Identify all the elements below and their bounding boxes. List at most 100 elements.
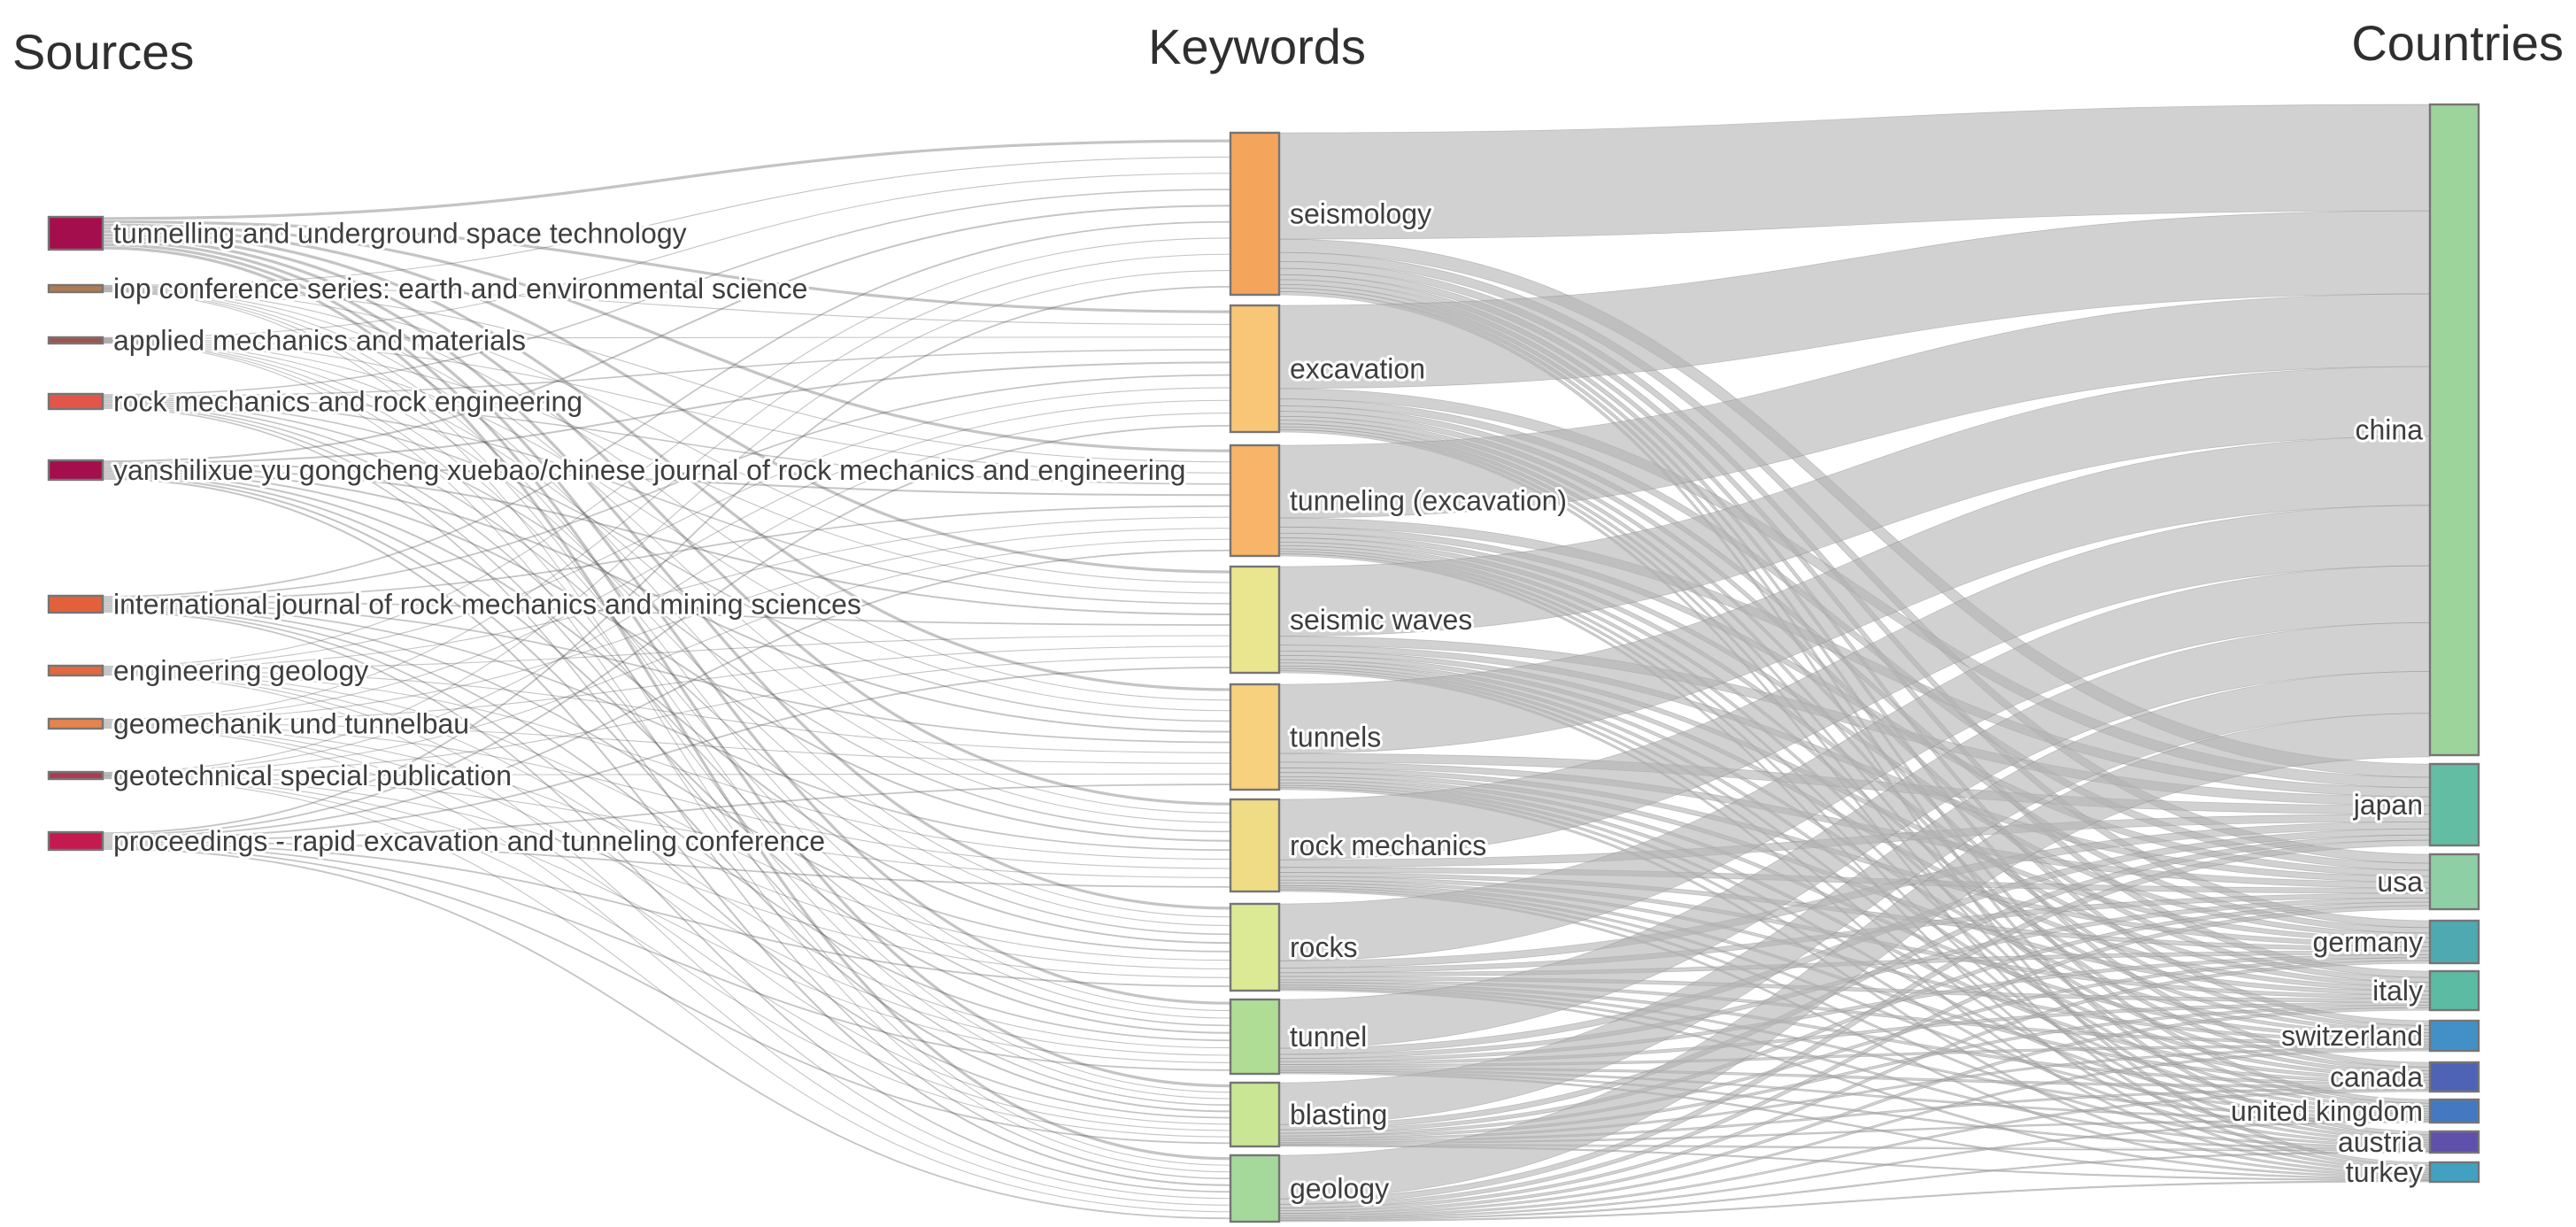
keyword-node[interactable] [1229, 565, 1281, 675]
link-source-keyword[interactable] [102, 474, 1231, 1034]
link-source-keyword[interactable] [102, 843, 1231, 988]
country-node[interactable] [2428, 919, 2480, 965]
country-node[interactable] [2428, 1098, 2480, 1124]
link-source-keyword[interactable] [102, 841, 1231, 888]
keyword-node[interactable] [1229, 998, 1281, 1076]
link-source-keyword[interactable] [102, 466, 1231, 615]
link-source-keyword[interactable] [102, 846, 1231, 1145]
link-source-keyword[interactable] [102, 246, 1231, 1161]
link-source-keyword[interactable] [102, 549, 1231, 837]
source-node[interactable] [47, 594, 104, 614]
link-source-keyword[interactable] [102, 398, 1231, 605]
keyword-node[interactable] [1229, 304, 1281, 434]
link-source-keyword[interactable] [102, 240, 1231, 1005]
link-source-keyword[interactable] [102, 236, 1231, 910]
link-source-keyword[interactable] [102, 776, 1231, 1063]
link-source-keyword[interactable] [102, 773, 1231, 776]
link-source-keyword[interactable] [102, 602, 1231, 744]
link-source-keyword[interactable] [102, 156, 1231, 286]
link-source-keyword[interactable] [102, 516, 1231, 669]
link-source-keyword[interactable] [102, 669, 1231, 753]
link-source-keyword[interactable] [102, 349, 1231, 397]
link-source-keyword[interactable] [102, 285, 1231, 834]
link-source-keyword[interactable] [102, 604, 1231, 852]
link-source-keyword[interactable] [102, 342, 1231, 1100]
link-source-keyword[interactable] [102, 505, 1231, 601]
keyword-node[interactable] [1229, 444, 1281, 558]
link-source-keyword[interactable] [102, 401, 1231, 833]
link-source-keyword[interactable] [102, 204, 1231, 463]
link-source-keyword[interactable] [102, 475, 1231, 1113]
link-source-keyword[interactable] [102, 407, 1231, 1180]
link-source-keyword[interactable] [102, 288, 1231, 814]
link-source-keyword[interactable] [102, 338, 1231, 594]
keyword-node[interactable] [1229, 683, 1281, 791]
link-source-keyword[interactable] [102, 611, 1231, 1193]
link-source-keyword[interactable] [102, 726, 1231, 1131]
link-source-keyword[interactable] [102, 775, 1231, 878]
source-node[interactable] [47, 459, 104, 482]
link-source-keyword[interactable] [102, 341, 1231, 1019]
link-source-keyword[interactable] [102, 341, 1231, 927]
source-node[interactable] [47, 283, 104, 294]
link-source-keyword[interactable] [102, 600, 1231, 626]
link-source-keyword[interactable] [102, 270, 1231, 773]
link-source-keyword[interactable] [102, 467, 1231, 733]
link-source-keyword[interactable] [102, 472, 1231, 945]
link-source-keyword[interactable] [102, 220, 1231, 313]
link-source-keyword[interactable] [102, 724, 1231, 970]
link-source-keyword[interactable] [102, 413, 1231, 774]
country-node[interactable] [2428, 969, 2480, 1012]
link-source-keyword[interactable] [102, 667, 1231, 839]
link-source-keyword[interactable] [102, 387, 1231, 668]
link-source-keyword[interactable] [102, 727, 1231, 1206]
link-source-keyword[interactable] [102, 289, 1231, 1012]
link-source-keyword[interactable] [102, 339, 1231, 712]
link-source-keyword[interactable] [102, 845, 1231, 1071]
link-source-keyword[interactable] [102, 606, 1231, 953]
link-source-keyword[interactable] [102, 848, 1231, 1220]
keyword-node[interactable] [1229, 131, 1281, 297]
link-source-keyword[interactable] [102, 399, 1231, 722]
source-node[interactable] [47, 392, 104, 411]
link-source-keyword[interactable] [102, 607, 1231, 1042]
link-source-keyword[interactable] [102, 340, 1231, 823]
link-source-keyword[interactable] [102, 424, 1231, 836]
link-source-keyword[interactable] [102, 776, 1231, 978]
country-node[interactable] [2428, 1130, 2480, 1154]
keyword-node[interactable] [1229, 798, 1281, 893]
link-source-keyword[interactable] [102, 672, 1231, 1049]
source-node[interactable] [47, 215, 104, 251]
link-source-keyword[interactable] [102, 253, 1231, 721]
link-source-keyword[interactable] [102, 189, 1231, 396]
link-source-keyword[interactable] [102, 220, 1231, 598]
keyword-node[interactable] [1229, 1081, 1281, 1148]
link-keyword-country[interactable] [1278, 713, 2431, 1200]
link-source-keyword[interactable] [102, 635, 1231, 670]
link-source-keyword[interactable] [102, 338, 1231, 474]
source-node[interactable] [47, 664, 104, 677]
link-source-keyword[interactable] [102, 374, 1231, 599]
link-source-keyword[interactable] [102, 464, 1231, 497]
link-source-keyword[interactable] [102, 287, 1231, 583]
link-source-keyword[interactable] [102, 343, 1231, 1173]
link-source-keyword[interactable] [102, 538, 1231, 775]
link-source-keyword[interactable] [102, 405, 1231, 1106]
link-source-keyword[interactable] [102, 223, 1231, 452]
link-source-keyword[interactable] [102, 783, 1231, 841]
country-node[interactable] [2428, 853, 2480, 911]
link-source-keyword[interactable] [102, 289, 1231, 918]
link-source-keyword[interactable] [102, 723, 1231, 869]
link-source-keyword[interactable] [102, 397, 1231, 485]
link-source-keyword[interactable] [102, 725, 1231, 1056]
link-source-keyword[interactable] [102, 173, 1231, 338]
link-source-keyword[interactable] [102, 291, 1231, 1166]
link-source-keyword[interactable] [102, 404, 1231, 1027]
link-source-keyword[interactable] [102, 477, 1231, 1186]
country-node[interactable] [2428, 1019, 2480, 1053]
link-source-keyword[interactable] [102, 671, 1231, 961]
source-node[interactable] [47, 770, 104, 781]
link-source-keyword[interactable] [102, 722, 1231, 764]
link-source-keyword[interactable] [102, 777, 1231, 1138]
country-node[interactable] [2428, 103, 2480, 757]
